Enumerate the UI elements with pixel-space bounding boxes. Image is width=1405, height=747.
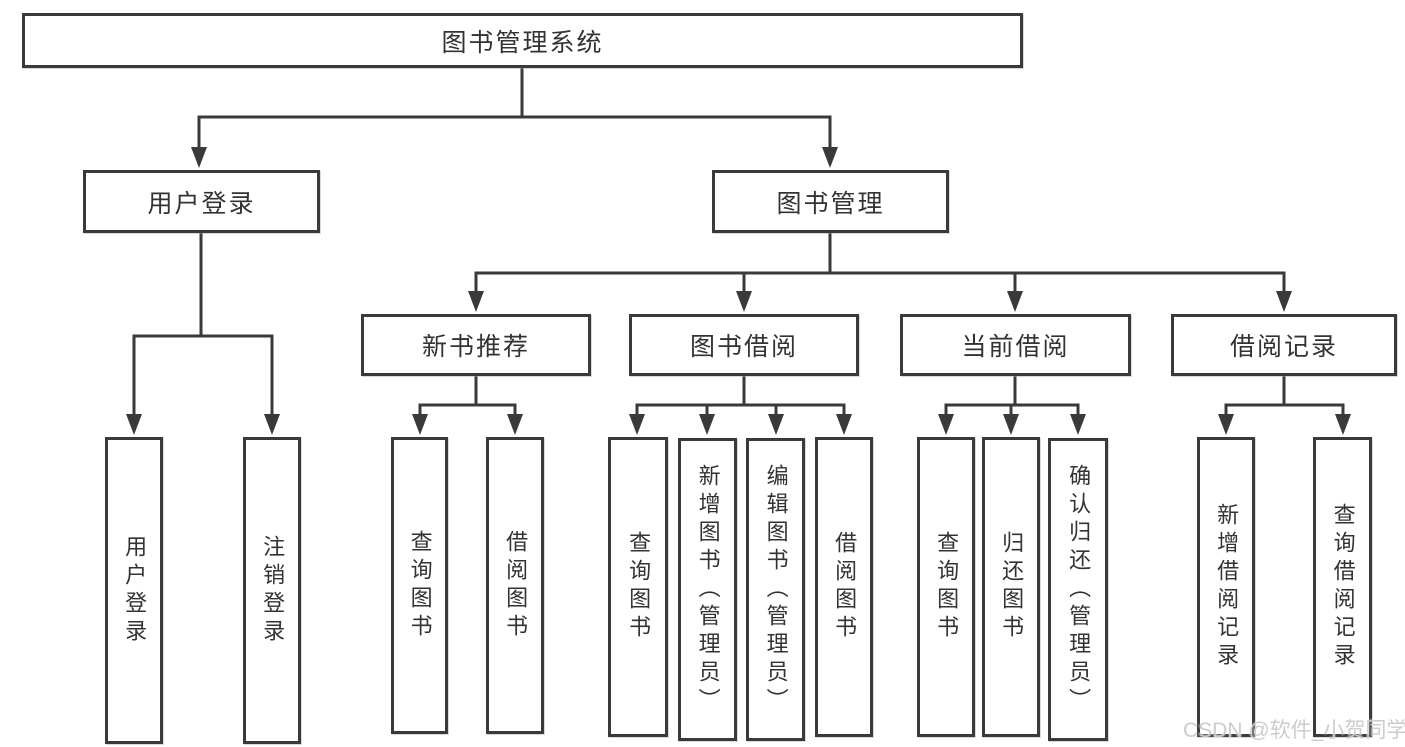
node-label: 查询借阅记录 [1330, 503, 1356, 671]
node-return-books: 归还图书 [982, 437, 1040, 737]
connector-root-split [191, 66, 838, 168]
connector-current-borrow-split [938, 374, 1086, 435]
node-label: 注销登录 [260, 534, 286, 647]
csdn-watermark: CSDN @软件_小贺同学 [1183, 719, 1405, 742]
node-borrow-books-borrow: 借阅图书 [815, 437, 873, 737]
node-add-borrow-record: 新增借阅记录 [1197, 437, 1255, 737]
node-new-book-recommend: 新书推荐 [361, 314, 591, 376]
node-borrow-records: 借阅记录 [1171, 314, 1397, 376]
node-add-books-admin: 新增图书（管理员） [678, 438, 737, 741]
node-borrow-books-recommend: 借阅图书 [486, 437, 544, 734]
node-edit-books-admin: 编辑图书（管理员） [746, 438, 805, 741]
node-library-system: 图书管理系统 [22, 13, 1023, 68]
node-query-borrow-record: 查询借阅记录 [1313, 437, 1372, 737]
node-label: 查询图书 [407, 529, 433, 642]
connector-book-management-split [468, 231, 1292, 312]
node-label: 确认归还（管理员） [1066, 463, 1092, 716]
node-user-login: 用户登录 [83, 170, 320, 233]
node-query-books-borrow: 查询图书 [608, 437, 668, 737]
node-logout: 注销登录 [243, 437, 301, 744]
node-label: 用户登录 [122, 534, 148, 647]
node-label: 编辑图书（管理员） [763, 463, 789, 716]
connector-borrow-records-split [1218, 374, 1351, 435]
node-confirm-return-admin: 确认归还（管理员） [1048, 438, 1108, 741]
node-query-books-recommend: 查询图书 [391, 437, 448, 734]
node-label: 归还图书 [999, 531, 1025, 643]
node-book-borrow: 图书借阅 [629, 314, 859, 376]
node-label: 借阅图书 [832, 531, 858, 643]
connector-book-borrow-split [629, 374, 852, 435]
node-current-borrow: 当前借阅 [900, 314, 1131, 376]
node-book-management: 图书管理 [712, 170, 949, 233]
node-label: 新增借阅记录 [1214, 503, 1240, 671]
node-user-login-leaf: 用户登录 [105, 437, 163, 744]
node-query-books-current: 查询图书 [917, 437, 975, 737]
node-label: 借阅图书 [503, 529, 529, 642]
node-label: 查询图书 [626, 531, 652, 643]
node-label: 新增图书（管理员） [695, 463, 721, 716]
connector-user-login-split [126, 231, 280, 435]
node-label: 查询图书 [934, 531, 960, 643]
connector-new-book-split [412, 374, 523, 435]
